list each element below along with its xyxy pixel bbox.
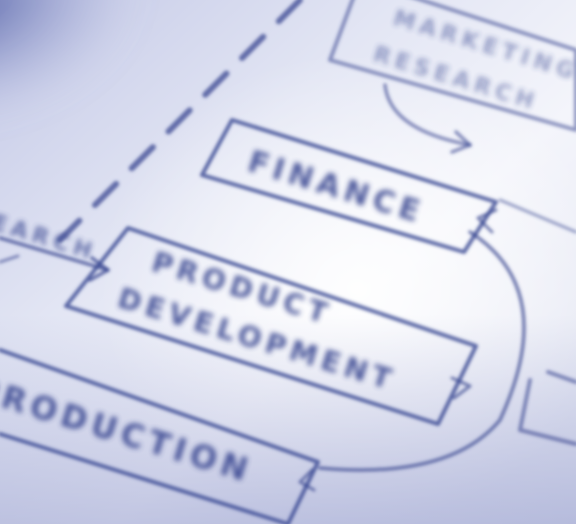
- product-development-box: [64, 226, 478, 426]
- dashed-divider: [57, 0, 303, 243]
- finance-box: [200, 118, 498, 254]
- feedback-loop: [318, 230, 526, 472]
- production-box: [0, 348, 320, 524]
- top-box: [328, 0, 576, 132]
